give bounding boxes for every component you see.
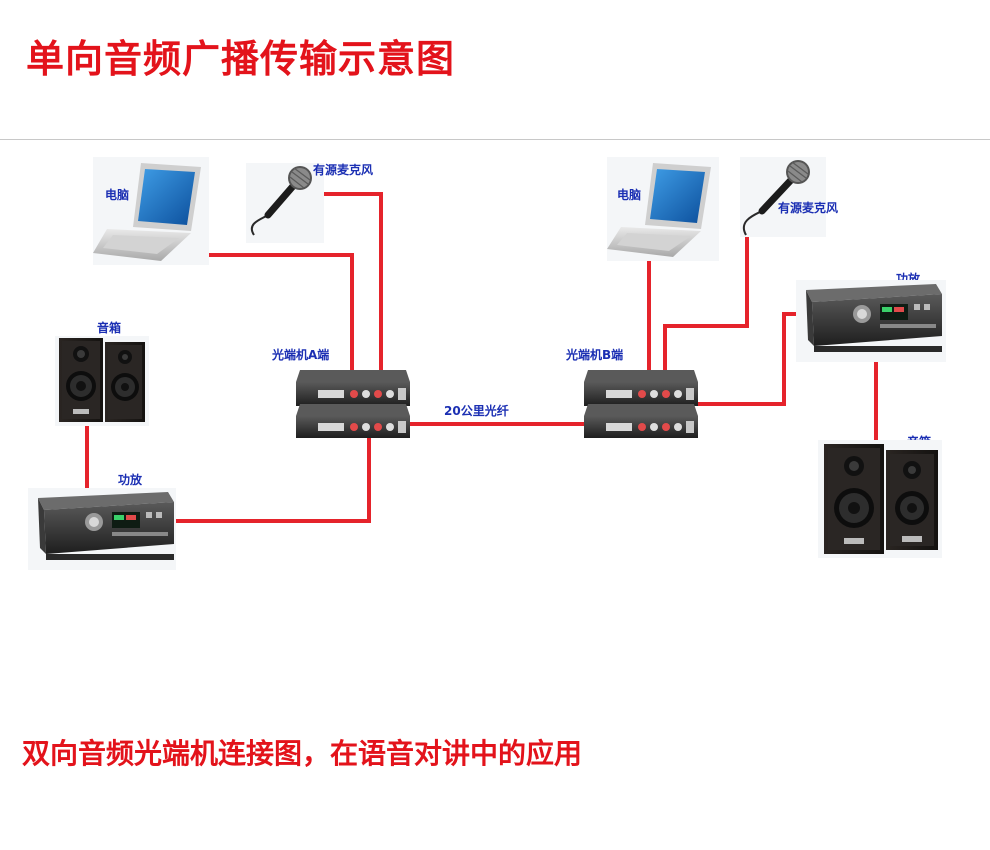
divider	[0, 139, 990, 140]
speaker-icon	[55, 336, 149, 426]
terminal-a-label: 光端机A端	[271, 347, 329, 362]
right-mic-label: 有源麦克风	[778, 200, 838, 215]
terminal-b-label: 光端机B端	[565, 347, 623, 362]
microphone-icon	[740, 157, 826, 237]
page-subtitle: 双向音频光端机连接图，在语音对讲中的应用	[22, 737, 583, 770]
amplifier-icon	[796, 280, 946, 362]
speaker-icon	[818, 440, 942, 558]
left-mic-label: 有源麦克风	[313, 162, 373, 177]
right-computer-label: 电脑	[617, 187, 641, 202]
wire-left-mic	[298, 192, 383, 397]
microphone-icon	[246, 163, 324, 243]
wires	[85, 192, 878, 523]
left-speaker-label: 音箱	[97, 320, 121, 335]
wire-right-mic	[663, 216, 749, 397]
laptop-icon	[607, 157, 719, 261]
left-amp-label: 功放	[118, 472, 143, 487]
wire-left-computer	[150, 253, 354, 397]
page-title: 单向音频广播传输示意图	[26, 37, 456, 81]
laptop-icon	[93, 157, 209, 265]
amplifier-icon	[28, 488, 176, 570]
wire-left-amp	[176, 432, 371, 523]
left-computer-label: 电脑	[105, 187, 129, 202]
fiber-terminal-icon	[584, 370, 698, 438]
fiber-terminal-icon	[296, 370, 410, 438]
fiber-label: 20公里光纤	[444, 403, 509, 418]
wire-right-amp	[690, 312, 808, 406]
